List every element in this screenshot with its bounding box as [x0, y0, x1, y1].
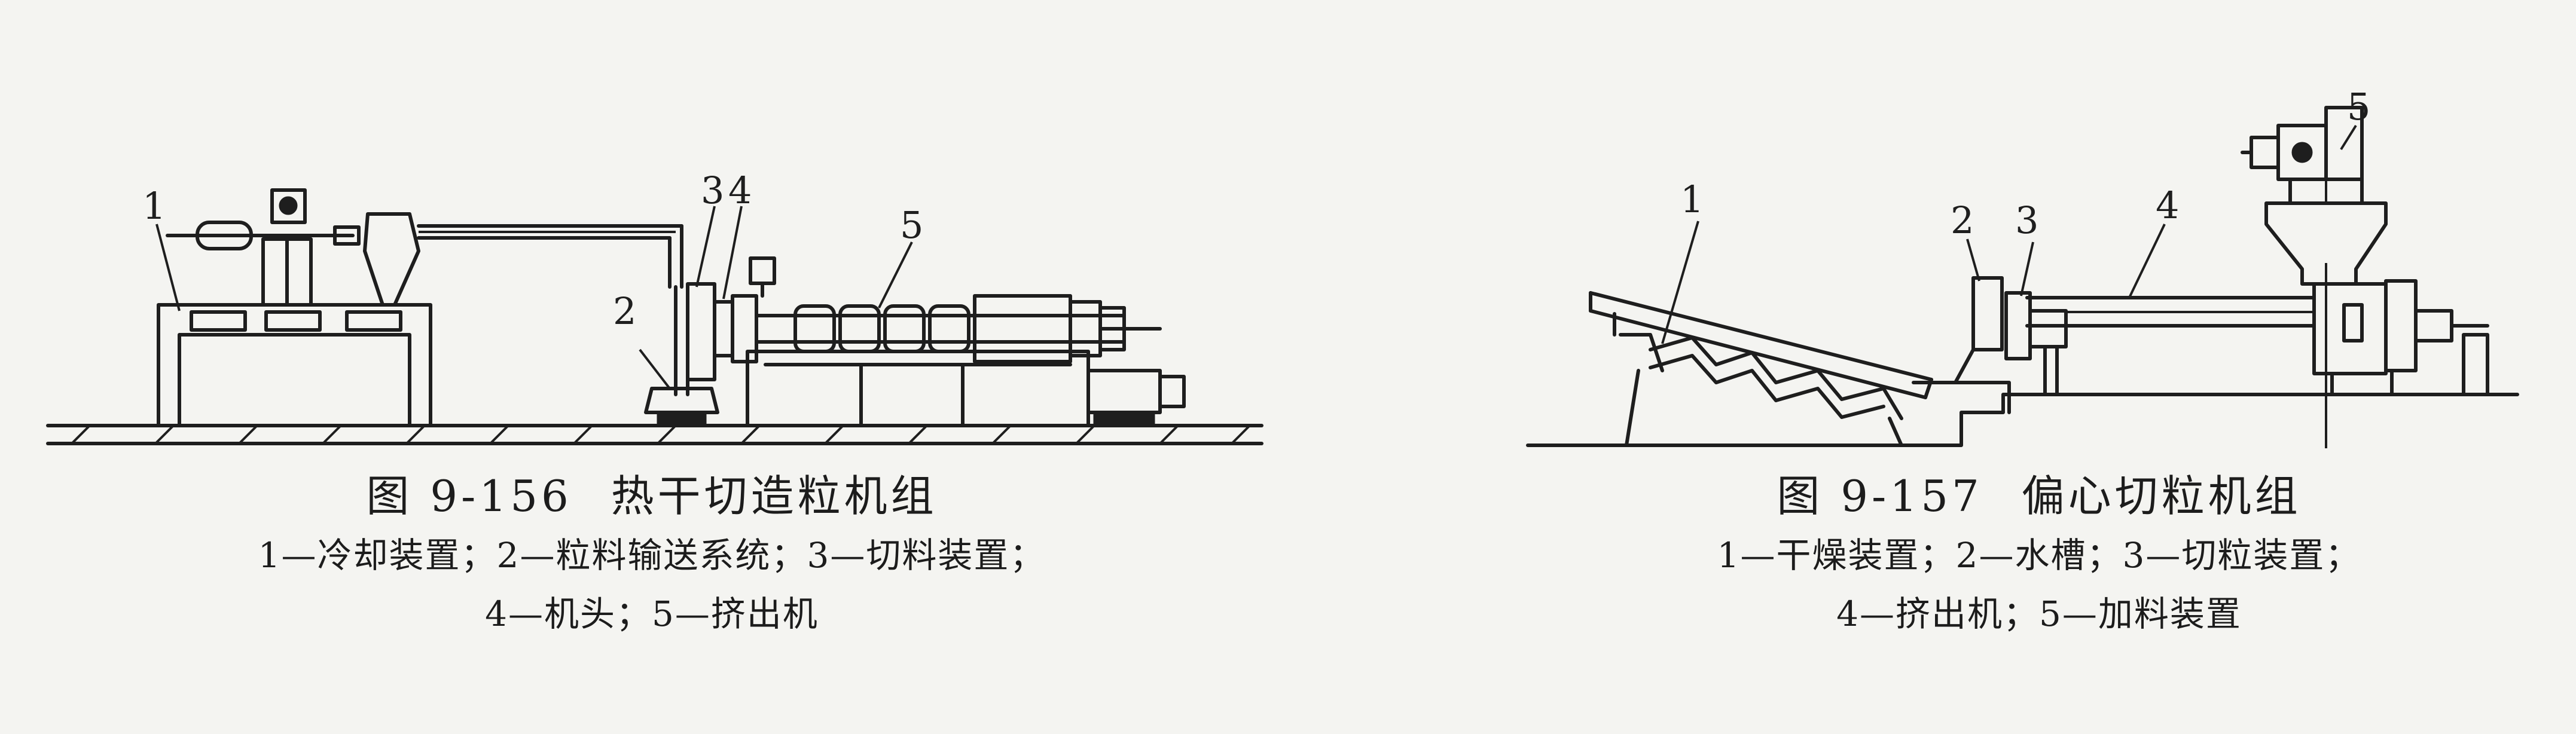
extruder-157	[2025, 263, 2489, 448]
figure-156-callouts: 1 2 3 4 5	[142, 169, 923, 390]
figure-156-title: 图 9-156 热干切造粒机组	[72, 466, 1232, 526]
pellet-conveying-system	[417, 224, 719, 427]
figure-157-number: 图 9-157	[1777, 471, 1983, 521]
feeding-device	[2241, 106, 2388, 286]
figure-157-name: 偏心切粒机组	[2021, 471, 2302, 521]
figure-157-title: 图 9-157 偏心切粒机组	[1614, 466, 2464, 526]
ground-hatching	[71, 424, 1251, 445]
pelletizing-device	[2004, 291, 2068, 396]
callout-157-3: 3	[2015, 198, 2038, 242]
callout-157-2: 2	[1951, 198, 1974, 242]
figure-156-legend-line-1: 1—冷却装置；2—粒料输送系统；3—切料装置；	[258, 535, 1046, 576]
drying-device	[1589, 291, 1933, 447]
callout-157-1: 1	[1680, 178, 1704, 221]
figure-156-legend-line-2: 4—机头；5—挤出机	[485, 594, 819, 634]
callout-156-3: 3	[701, 169, 724, 212]
figure-156-number: 图 9-156	[366, 471, 572, 521]
cooling-unit	[157, 188, 432, 427]
callout-157-4: 4	[2156, 184, 2179, 227]
figure-157-drawing: 1 2 3 4 5	[1526, 85, 2519, 448]
figure-157-callouts: 1 2 3 4 5	[1661, 85, 2370, 344]
figure-156-caption: 图 9-156 热干切造粒机组 1—冷却装置；2—粒料输送系统；3—切料装置； 4…	[72, 466, 1232, 643]
figure-157-caption: 图 9-157 偏心切粒机组 1—干燥装置；2—水槽；3—切粒装置； 4—挤出机；…	[1614, 466, 2464, 643]
extruder	[746, 294, 1186, 427]
figure-156-drawing: 1 2 3 4 5	[46, 169, 1263, 445]
callout-157-5: 5	[2347, 85, 2370, 129]
figure-157-legend-line-1: 1—干燥装置；2—水槽；3—切粒装置；	[1717, 535, 2361, 576]
callout-156-1: 1	[142, 184, 166, 228]
callout-156-2: 2	[613, 289, 636, 333]
callout-156-4: 4	[728, 169, 752, 212]
callout-156-5: 5	[900, 203, 923, 247]
cutter-and-die-head	[686, 256, 776, 381]
figure-156-name: 热干切造粒机组	[611, 471, 938, 521]
figure-157-legend-line-2: 4—挤出机；5—加料装置	[1836, 594, 2242, 634]
water-tank	[1912, 276, 2011, 414]
